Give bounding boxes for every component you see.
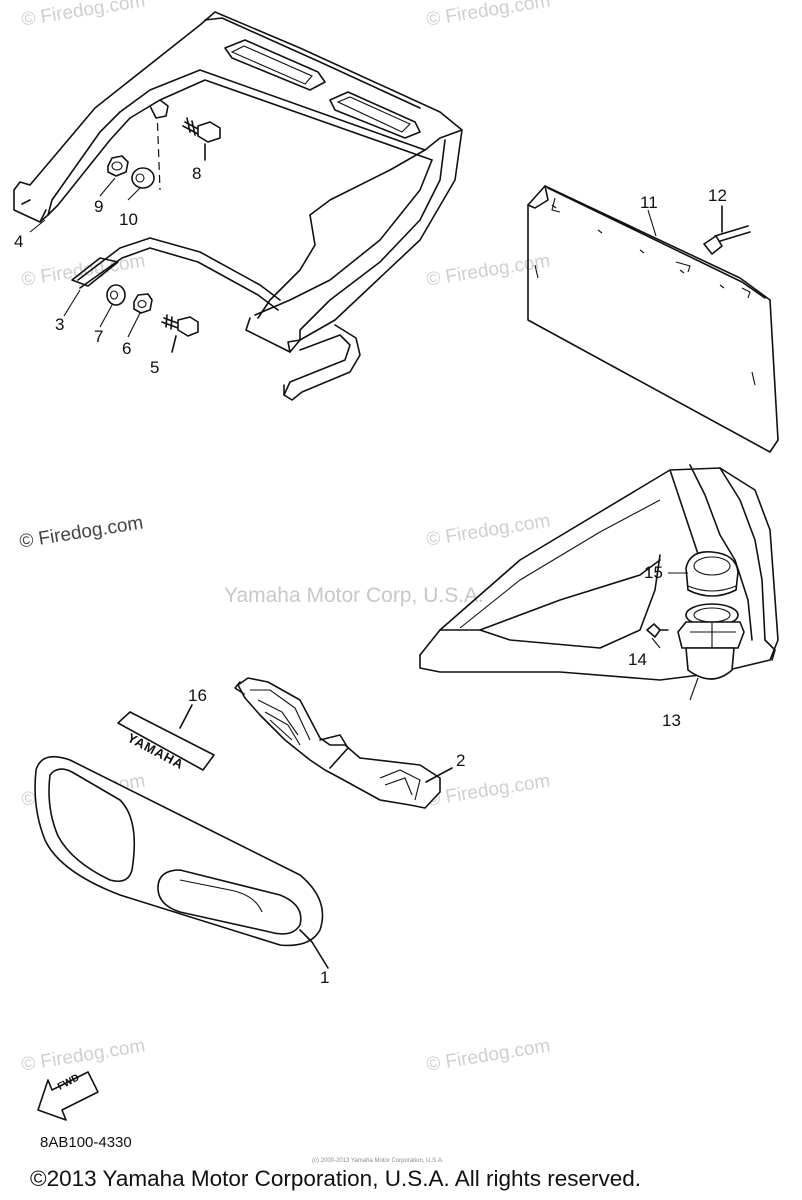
fairing-lower bbox=[419, 464, 779, 681]
leader-6 bbox=[127, 312, 141, 338]
small-copyright: (c) 2000-2013 Yamaha Motor Corporation, … bbox=[312, 1158, 444, 1164]
callout-6: 6 bbox=[122, 339, 132, 358]
callout-13: 13 bbox=[662, 711, 681, 730]
part-14-rivet bbox=[646, 623, 669, 638]
part-8-bolt bbox=[182, 117, 221, 161]
part-3-stay bbox=[71, 237, 361, 401]
leader-11 bbox=[647, 209, 657, 237]
part-2-duct bbox=[234, 677, 453, 809]
part-11-panel bbox=[527, 185, 779, 453]
part-15-cap bbox=[685, 551, 739, 597]
callout-3: 3 bbox=[55, 315, 65, 334]
callout-10: 10 bbox=[119, 210, 138, 229]
leader-14 bbox=[651, 637, 661, 649]
part-10-washer bbox=[131, 167, 155, 189]
callout-4: 4 bbox=[14, 232, 24, 251]
leader-3 bbox=[63, 289, 81, 317]
part-7-washer bbox=[106, 284, 126, 306]
part-5-bolt bbox=[161, 314, 199, 353]
callout-8: 8 bbox=[192, 164, 202, 183]
watermark-yamaha: Yamaha Motor Corp, U.S.A. bbox=[224, 584, 484, 607]
callout-7: 7 bbox=[94, 327, 104, 346]
callout-2: 2 bbox=[456, 751, 466, 770]
part-13-base bbox=[677, 603, 745, 680]
copyright-notice: ©2013 Yamaha Motor Corporation, U.S.A. A… bbox=[30, 1166, 642, 1191]
part-6-nut bbox=[133, 293, 153, 314]
part-16-emblem bbox=[117, 704, 215, 771]
part-12-rivet bbox=[703, 205, 751, 255]
part-9-nut bbox=[107, 155, 129, 177]
grommet bbox=[149, 99, 169, 119]
callout-1: 1 bbox=[320, 968, 330, 987]
leader-13 bbox=[689, 677, 699, 701]
leader-4 bbox=[29, 219, 46, 233]
callout-14: 14 bbox=[628, 650, 647, 669]
callout-11: 11 bbox=[640, 193, 658, 212]
callout-16: 16 bbox=[188, 686, 207, 705]
part-1-grille bbox=[34, 755, 329, 969]
fwd-arrow-icon bbox=[37, 1071, 99, 1121]
part-code: 8AB100-4330 bbox=[40, 1134, 132, 1151]
part-4-cover bbox=[13, 11, 463, 353]
leader-10 bbox=[127, 187, 141, 201]
leader-7 bbox=[99, 304, 113, 328]
callout-9: 9 bbox=[94, 197, 104, 216]
callout-12: 12 bbox=[708, 186, 727, 205]
callout-5: 5 bbox=[150, 358, 160, 377]
reference-line bbox=[156, 109, 161, 191]
leader-9 bbox=[99, 177, 116, 197]
callout-15: 15 bbox=[644, 563, 663, 582]
